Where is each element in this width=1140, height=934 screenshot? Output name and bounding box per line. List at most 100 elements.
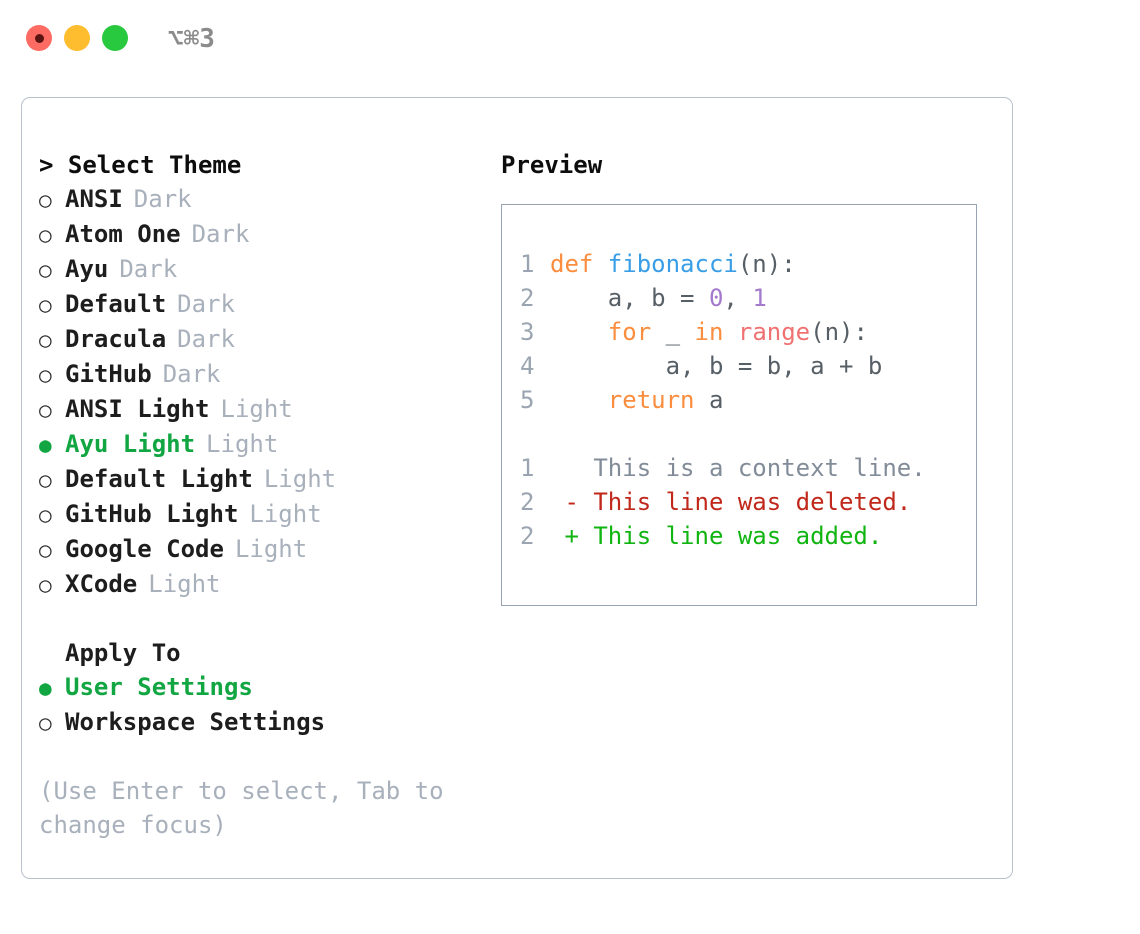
line-number: 3 (520, 318, 535, 346)
line-number: 4 (520, 352, 535, 380)
titlebar: ⌥⌘3 (0, 0, 1140, 78)
code-line-text: + This line was added. (550, 519, 882, 553)
code-line-text: for _ in range(n): (550, 315, 868, 349)
diff-sample: 1 This is a context line.2 - This line w… (520, 451, 976, 553)
code-line-text: - This line was deleted. (550, 485, 911, 519)
radio-unselected-icon: ○ (39, 573, 52, 597)
theme-option-variant: Light (148, 570, 221, 598)
close-button[interactable] (26, 25, 52, 51)
theme-option-ansi-light[interactable]: ○ ANSI Light Light (39, 392, 489, 427)
code-token: 1 (752, 284, 767, 312)
code-line-text: a, b = 0, 1 (550, 281, 767, 315)
theme-option-ansi[interactable]: ○ ANSI Dark (39, 182, 489, 217)
code-token: (n): (810, 318, 868, 346)
theme-option-variant: Dark (119, 255, 178, 283)
theme-option-name: ANSI (65, 185, 123, 213)
code-line-text: return a (550, 383, 724, 417)
code-line: 5 return a (520, 383, 976, 417)
code-token: a (694, 386, 724, 414)
zoom-button[interactable] (102, 25, 128, 51)
theme-option-name: Google Code (65, 535, 224, 563)
radio-unselected-icon: ○ (39, 503, 52, 527)
theme-option-variant: Light (263, 465, 337, 493)
code-line-text: This is a context line. (550, 451, 926, 485)
code-token: 0 (708, 284, 724, 312)
theme-option-variant: Light (206, 430, 279, 458)
window-controls (26, 25, 128, 51)
apply-to-option-workspace-settings[interactable]: ○ Workspace Settings (39, 705, 489, 740)
radio-unselected-icon: ○ (39, 711, 52, 735)
code-line: 4 a, b = b, a + b (520, 349, 976, 383)
apply-to-heading: Apply To (65, 639, 181, 667)
preview-title: Preview (501, 151, 603, 179)
theme-option-variant: Light (220, 395, 293, 423)
code-line-text: a, b = b, a + b (550, 349, 883, 383)
line-number: 2 (520, 522, 535, 550)
code-token: fibonacci (607, 250, 738, 278)
theme-option-github-light[interactable]: ○ GitHub Light Light (39, 497, 489, 532)
code-token: _ (651, 318, 695, 346)
theme-option-name: ANSI Light (65, 395, 210, 423)
theme-option-name: GitHub (65, 360, 152, 388)
theme-option-variant: Dark (191, 220, 250, 248)
theme-option-variant: Dark (177, 325, 235, 353)
radio-unselected-icon: ○ (39, 188, 52, 212)
theme-option-variant: Light (234, 535, 308, 563)
theme-option-name: Ayu (65, 255, 109, 283)
theme-option-ayu-light[interactable]: ● Ayu Light Light (39, 427, 489, 462)
diff-line: 2 + This line was added. (520, 519, 976, 553)
minimize-button[interactable] (64, 25, 90, 51)
code-token: in (694, 318, 724, 346)
radio-unselected-icon: ○ (39, 258, 52, 282)
theme-option-name: Ayu Light (65, 430, 196, 458)
diff-line: 2 - This line was deleted. (520, 485, 976, 519)
line-number: 2 (520, 488, 535, 516)
theme-option-variant: Light (249, 500, 322, 528)
theme-option-xcode[interactable]: ○ XCode Light (39, 567, 489, 602)
line-number: 5 (520, 386, 535, 414)
code-token: , (723, 284, 753, 312)
theme-option-atom-one[interactable]: ○ Atom One Dark (39, 217, 489, 252)
code-line: 3 for _ in range(n): (520, 315, 976, 349)
apply-to-option-label: Workspace Settings (65, 708, 326, 736)
code-token (550, 386, 608, 414)
diff-line: 1 This is a context line. (520, 451, 976, 485)
radio-unselected-icon: ○ (39, 223, 52, 247)
code-token: - This line was deleted. (550, 488, 912, 516)
code-line: 2 a, b = 0, 1 (520, 281, 976, 315)
keyboard-shortcut-label: ⌥⌘3 (168, 24, 215, 54)
radio-selected-icon: ● (39, 676, 52, 700)
theme-option-name: Default Light (65, 465, 253, 493)
theme-picker-heading: > Select Theme (39, 151, 242, 179)
code-token: range (737, 318, 811, 346)
line-number: 2 (520, 284, 535, 312)
theme-option-name: XCode (65, 570, 138, 598)
radio-unselected-icon: ○ (39, 468, 52, 492)
theme-option-ayu[interactable]: ○ Ayu Dark (39, 252, 489, 287)
hint-spacer (39, 740, 489, 774)
code-token: a, b = b, a + b (550, 352, 883, 380)
apply-to-option-user-settings[interactable]: ●User Settings (39, 670, 489, 705)
theme-option-variant: Dark (133, 185, 192, 213)
code-token: a, b = (550, 284, 709, 312)
line-number: 1 (520, 250, 535, 278)
theme-option-variant: Dark (162, 360, 221, 388)
code-token: def (550, 250, 608, 278)
theme-option-name: Atom One (65, 220, 181, 248)
radio-selected-icon: ● (39, 433, 52, 457)
code-token: for (607, 318, 652, 346)
radio-unselected-icon: ○ (39, 398, 52, 422)
theme-option-default-light[interactable]: ○ Default Light Light (39, 462, 489, 497)
code-token: This is a context line. (550, 454, 926, 482)
theme-option-name: GitHub Light (65, 500, 239, 528)
apply-to-list: ●User Settings ○ Workspace Settings (39, 670, 489, 740)
